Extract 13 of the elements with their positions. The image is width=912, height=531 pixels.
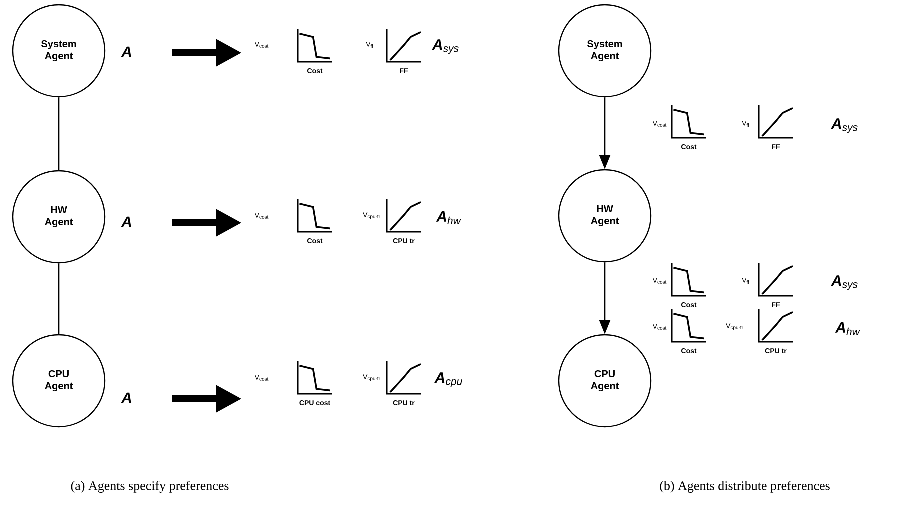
preference-label: A$_{hw}$	[835, 322, 860, 336]
preference-label: A$_{hw}$	[436, 212, 462, 224]
caption: (a) Agents specify preferences	[71, 481, 229, 493]
connector-line	[58, 98, 60, 170]
symbol-label: A	[121, 46, 132, 58]
caption: (b) Agents distribute preferences	[660, 481, 830, 493]
preference-label: A$_{sys}$	[831, 276, 858, 290]
preference-label: A$_{sys}$	[432, 40, 459, 54]
preference-label: A$_{cpu}$	[434, 372, 462, 388]
symbol-label: A	[121, 392, 132, 404]
symbol-label: A	[121, 216, 132, 228]
preference-label: A$_{sys}$	[831, 118, 858, 134]
connector-line	[58, 264, 60, 334]
